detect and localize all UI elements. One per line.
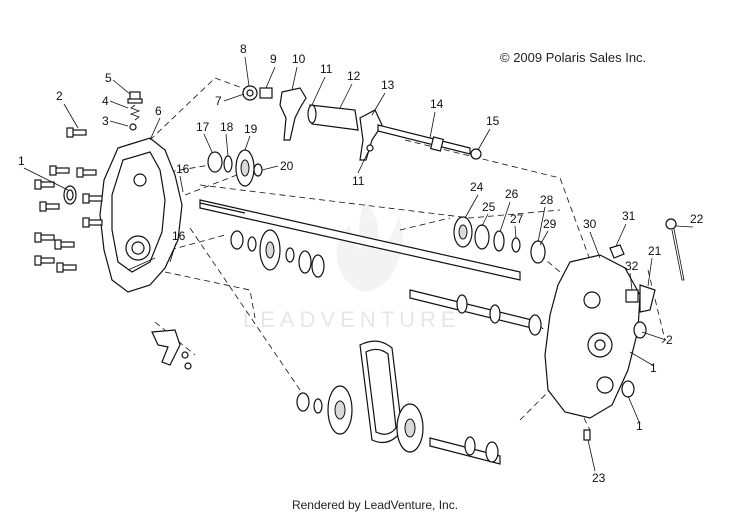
callout-2b: 2 — [666, 333, 673, 347]
callout-32: 32 — [625, 259, 639, 273]
callout-22: 22 — [690, 212, 704, 226]
right-gear-stack — [453, 216, 546, 264]
right-small-parts — [583, 218, 685, 441]
lower-chain-assembly — [296, 340, 501, 465]
callout-25: 25 — [482, 200, 496, 214]
callout-11b: 11 — [352, 174, 365, 188]
right-transmission-case — [544, 254, 647, 419]
shift-assembly — [242, 85, 383, 161]
rendered-by-footer: Rendered by LeadVenture, Inc. — [291, 498, 459, 512]
callout-17: 17 — [196, 120, 210, 134]
callout-15: 15 — [486, 114, 500, 128]
callout-11: 11 — [320, 62, 333, 76]
callout-2: 2 — [56, 89, 63, 103]
callout-6: 6 — [155, 104, 162, 118]
callout-8: 8 — [240, 42, 247, 56]
callout-3: 3 — [102, 114, 109, 128]
callout-28: 28 — [540, 193, 554, 207]
second-shaft — [409, 289, 542, 336]
callout-23: 23 — [592, 471, 606, 485]
callout-14: 14 — [430, 97, 444, 111]
callout-5: 5 — [105, 71, 112, 85]
callout-4: 4 — [102, 94, 109, 108]
callout-29: 29 — [543, 217, 557, 231]
callout-30: 30 — [583, 217, 597, 231]
callouts: 1 2 3 4 5 6 7 8 9 10 11 12 13 14 15 16 1… — [18, 42, 704, 485]
callout-24: 24 — [470, 180, 484, 194]
callout-9: 9 — [270, 52, 277, 66]
upper-gears — [207, 149, 263, 187]
callout-26: 26 — [505, 187, 519, 201]
callout-1c: 1 — [636, 419, 643, 433]
callout-16a: 16 — [176, 162, 190, 176]
plug-spring-ball — [127, 91, 143, 131]
callout-20: 20 — [280, 159, 294, 173]
callout-27: 27 — [510, 212, 524, 226]
callout-18: 18 — [220, 120, 234, 134]
callout-1: 1 — [18, 154, 25, 168]
callout-19: 19 — [244, 122, 258, 136]
left-seal — [63, 185, 77, 205]
callout-10: 10 — [292, 52, 306, 66]
callout-13: 13 — [381, 78, 395, 92]
callout-21: 21 — [648, 244, 662, 258]
callout-1b: 1 — [650, 361, 657, 375]
callout-12: 12 — [347, 69, 361, 83]
left-transmission-case — [99, 137, 183, 293]
shift-shaft — [377, 124, 482, 160]
callout-16b: 16 — [172, 229, 186, 243]
left-bolts — [34, 127, 103, 273]
watermark-text: LEADVENTURE — [243, 307, 461, 332]
shift-bracket — [151, 329, 192, 370]
copyright-notice: © 2009 Polaris Sales Inc. — [500, 50, 647, 65]
callout-31: 31 — [622, 209, 636, 223]
leader-lines — [23, 56, 694, 472]
main-shaft — [199, 199, 521, 281]
callout-7: 7 — [215, 94, 222, 108]
